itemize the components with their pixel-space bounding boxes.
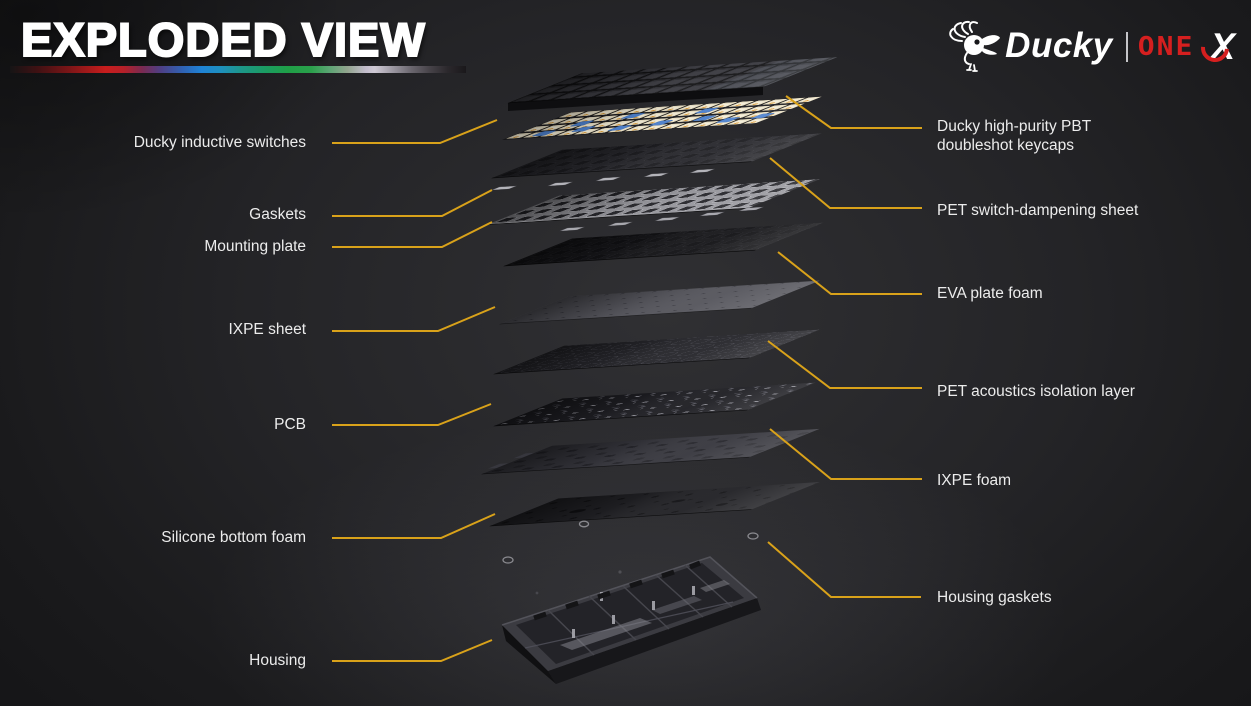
leader-line-ixpe-foam (769, 428, 922, 480)
layer-pet-switch-dampening-sheet (491, 133, 822, 179)
layer-pcb (493, 382, 816, 427)
layer-eva-plate-foam (503, 222, 824, 267)
layer-keycaps (507, 57, 838, 111)
spectrum-bar (10, 66, 466, 73)
leader-line-ixpe-sheet (332, 306, 496, 332)
callout-housing-gaskets: Housing gaskets (937, 589, 1052, 606)
layer-silicone-bottom-foam (489, 481, 820, 527)
leader-line-housing-gaskets (767, 541, 921, 598)
callout-ixpe-foam: IXPE foam (937, 472, 1012, 489)
leader-lines (332, 95, 922, 662)
callout-ducky-inductive-switches: Ducky inductive switches (133, 134, 306, 151)
logo-divider (1125, 32, 1128, 62)
layer-pet-acoustics-isolation (493, 329, 820, 375)
layer-switches (502, 96, 822, 140)
leader-line-mounting-plate (332, 221, 493, 248)
leader-line-eva-plate-foam (777, 251, 922, 295)
callout-housing: Housing (249, 652, 306, 669)
ducky-one-x-logo: Ducky one X (941, 18, 1235, 74)
model-letter-x: X (1210, 25, 1235, 67)
leader-line-housing (332, 639, 493, 662)
leader-line-pcb (332, 403, 492, 426)
layer-gaskets (491, 168, 765, 232)
leader-line-silicone-bottom-foam (332, 513, 496, 539)
callout-eva-plate-foam: EVA plate foam (937, 285, 1043, 302)
layer-ixpe-sheet (499, 280, 820, 325)
leader-line-pbt-keycaps (785, 95, 922, 129)
callout-pbt-doubleshot-keycaps: Ducky high-purity PBT doubleshot keycaps (937, 118, 1091, 154)
duck-mascot-icon (949, 20, 1001, 72)
layer-mounting-plate (486, 179, 820, 225)
callout-ixpe-sheet: IXPE sheet (228, 321, 306, 338)
callout-pet-acoustics-isolation-layer: PET acoustics isolation layer (937, 383, 1135, 400)
callout-silicone-bottom-foam: Silicone bottom foam (161, 529, 306, 546)
callout-pcb: PCB (274, 416, 306, 433)
model-name-one: one (1137, 30, 1195, 62)
leader-line-pet-switch-dampening-sheet (769, 157, 922, 209)
page-title: EXPLODED VIEW (20, 12, 426, 67)
callout-gaskets: Gaskets (249, 206, 306, 223)
leader-line-gaskets (332, 189, 493, 217)
callout-pet-switch-dampening-sheet: PET switch-dampening sheet (937, 202, 1139, 219)
layer-ixpe-foam (481, 428, 820, 475)
callout-mounting-plate: Mounting plate (204, 238, 306, 255)
layer-housing (501, 556, 761, 684)
leader-line-pet-acoustics-isolation-layer (767, 340, 922, 389)
leader-line-ducky-inductive-switches (332, 119, 498, 144)
brand-name: Ducky (1005, 26, 1113, 65)
